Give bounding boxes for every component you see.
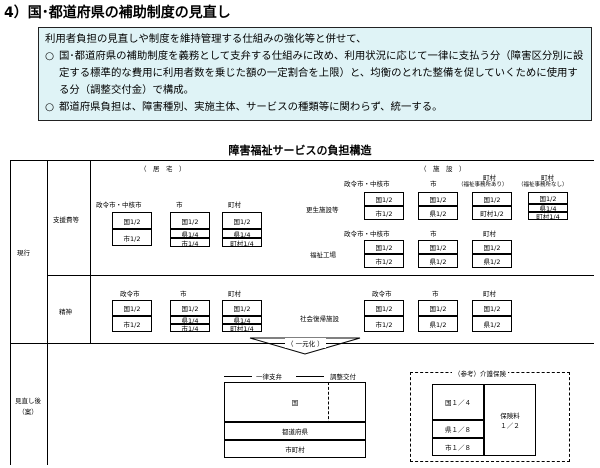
cell-kuni: 国1/2 [222, 212, 262, 229]
facility-social-label: 社会復帰施設 [300, 315, 339, 323]
cell-kuni: 国1/2 [364, 192, 404, 206]
facility-col-city: 市 [430, 230, 437, 238]
facility-col-town-with-note: （福祉事務所あり） [458, 182, 508, 188]
unify-label: （ 一元化 ） [285, 338, 326, 348]
facility-workshop-label: 福祉工場 [310, 251, 336, 259]
cell-ken: 県1/4 [222, 229, 262, 239]
after-kuni-cell: 国 [224, 382, 366, 422]
home-col-city: 市 [176, 201, 183, 209]
bullet-mark: ○ [45, 50, 55, 62]
grid-line [90, 160, 91, 344]
cell-ken: 県1/2 [472, 254, 512, 268]
facility-col-designated: 政令市・中核市 [344, 230, 390, 238]
ltc-title: （参考）介護保険 [452, 368, 508, 378]
home-header: （ 居 宅 ） [140, 165, 186, 173]
grid-line [296, 376, 324, 377]
cell-kuni: 国1/2 [472, 192, 512, 206]
cell-ken: 県1/2 [418, 316, 458, 332]
cell-ken: 県1/2 [418, 206, 458, 220]
section-heading: 4）国･都道府県の補助制度の見直し [4, 5, 231, 21]
cell-ken: 県1/4 [170, 229, 210, 239]
mental-col-f-city: 市 [432, 290, 439, 298]
cell-ken: 県1/4 [222, 316, 262, 325]
after-municipality-cell: 市町村 [224, 440, 366, 458]
home-col-designated: 政令市・中核市 [96, 201, 142, 209]
mental-col-town: 町村 [228, 290, 241, 298]
mental-col-f-designated: 政令市 [372, 290, 392, 298]
grid-line [47, 160, 48, 344]
cell-kuni: 国1/2 [364, 300, 404, 316]
cell-ken: 県1/4 [170, 316, 210, 325]
cell-shi: 市1/2 [112, 229, 152, 246]
row-label-support: 支援費等 [53, 216, 79, 224]
facility-col-town-with: 町村 [483, 174, 496, 182]
facility-col-town-without-note: （福祉事務所なし） [518, 182, 568, 188]
cell-kuni: 国1/2 [222, 300, 262, 316]
cell-town: 町村1/2 [472, 206, 512, 220]
cell-kuni: 国1/2 [170, 212, 210, 229]
facility-header: （ 施 設 ） [420, 165, 466, 173]
summary-intro: 利用者負担の見直しや制度を維持管理する仕組みの強化等と併せて、 [45, 33, 367, 45]
flat-payment-label: 一律支弁 [256, 373, 282, 381]
grid-line [47, 275, 594, 276]
adjust-grant-label: 調整交付 [330, 373, 356, 381]
row-label-current: 現行 [17, 249, 30, 257]
grid-line [10, 160, 594, 161]
mental-col-f-town: 町村 [483, 290, 496, 298]
row-label-mental: 精神 [59, 308, 72, 316]
grid-line [224, 376, 252, 377]
diagram-title: 障害福祉サービスの負担構造 [228, 144, 372, 157]
cell-kuni: 国1/2 [364, 240, 404, 254]
home-col-town: 町村 [228, 201, 241, 209]
adjust-divider [328, 382, 329, 458]
cell-shi: 市1/4 [170, 238, 210, 248]
facility-col-town-without: 町村 [541, 174, 554, 182]
cell-kuni: 国1/2 [472, 300, 512, 316]
summary-bullet-1: 国･都道府県の補助制度を義務として支弁する仕組みに改め、利用状況に応じて一律に支… [59, 50, 584, 96]
cell-kuni: 国1/2 [418, 192, 458, 206]
bullet-mark: ○ [45, 101, 55, 113]
cell-shi: 市1/2 [364, 206, 404, 220]
facility-col-designated: 政令市・中核市 [344, 180, 390, 188]
grid-line [10, 160, 11, 465]
cell-shi: 市1/2 [364, 316, 404, 332]
ltc-ken-cell: 県１／８ [432, 420, 484, 438]
cell-shi: 市1/2 [112, 316, 152, 332]
cell-ken: 県1/4 [528, 204, 568, 213]
row-label-after: 見直し後（案） [15, 397, 41, 416]
cell-town: 町村1/4 [528, 212, 568, 221]
summary-box: 利用者負担の見直しや制度を維持管理する仕組みの強化等と併せて、 ○ 国･都道府県… [38, 27, 592, 121]
cell-ken: 県1/2 [418, 254, 458, 268]
facility-rehab-label: 更生施設等 [306, 206, 339, 214]
facility-col-city: 市 [430, 180, 437, 188]
cell-town: 町村1/4 [222, 238, 262, 248]
cell-kuni: 国1/2 [418, 240, 458, 254]
facility-col-town: 町村 [483, 230, 496, 238]
cell-kuni: 国1/2 [528, 192, 568, 204]
mental-col-designated: 政令市 [120, 290, 140, 298]
grid-line [47, 343, 48, 465]
cell-kuni: 国1/2 [112, 212, 152, 229]
cell-ken: 県1/2 [472, 316, 512, 332]
ltc-premium-cell: 保険料 １／２ [484, 384, 536, 456]
ltc-kuni-cell: 国１／４ [432, 384, 484, 420]
cell-shi: 市1/4 [170, 324, 210, 333]
cell-kuni: 国1/2 [418, 300, 458, 316]
mental-col-city: 市 [180, 290, 187, 298]
ltc-shi-cell: 市１／８ [432, 438, 484, 456]
cell-town: 町村1/4 [222, 324, 262, 333]
summary-bullet-2: 都道府県負担は、障害種別、実施主体、サービスの種類等に関わらず、統一する。 [59, 101, 443, 113]
cell-shi: 市1/2 [364, 254, 404, 268]
cell-kuni: 国1/2 [112, 300, 152, 316]
cell-kuni: 国1/2 [472, 240, 512, 254]
after-prefecture-cell: 都道府県 [224, 422, 366, 440]
cell-kuni: 国1/2 [170, 300, 210, 316]
